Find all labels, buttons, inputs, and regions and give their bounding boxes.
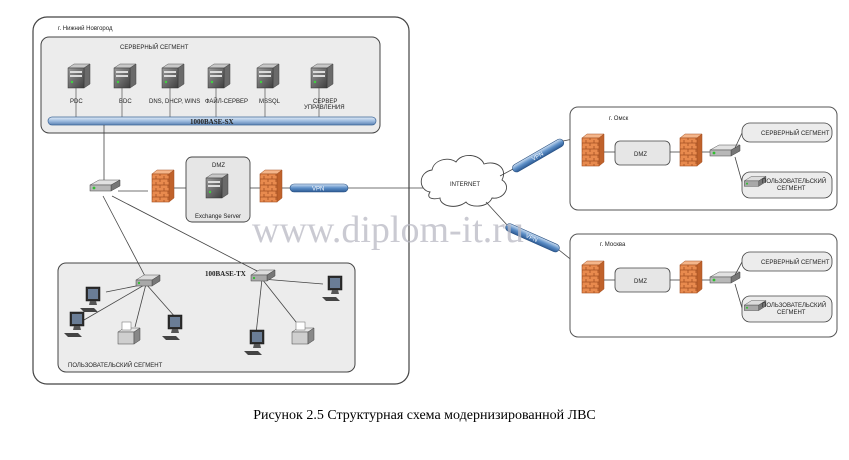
server-label-mssql: MSSQL [259, 99, 281, 105]
moscow-server-segment [741, 251, 833, 272]
moscow-link-5 [734, 283, 743, 309]
omsk-dmz-label: DMZ [634, 152, 647, 158]
omsk-link-5 [734, 156, 743, 183]
server-bus-drops [75, 88, 320, 117]
omsk-server-segment [741, 122, 833, 143]
firewall-nn-inner [151, 169, 175, 203]
moscow-firewall-outer [581, 260, 605, 294]
server-file [207, 63, 231, 89]
omsk-firewall-inner [679, 133, 703, 167]
nn-vpn-label: VPN [312, 187, 324, 193]
moscow-vpn-tunnel: VPN [505, 223, 560, 253]
firewall-nn-outer [259, 169, 283, 203]
moscow-server-segment-label: СЕРВЕРНЫЙ СЕГМЕНТ [761, 258, 830, 266]
watermark: www.diplom-it.ru [252, 209, 524, 251]
figure-caption: Рисунок 2.5 Структурная схема модернизир… [253, 408, 596, 423]
moscow-link-4 [734, 261, 743, 276]
server-management [310, 63, 334, 89]
exchange-server-label: Exchange Server [195, 214, 241, 220]
server-bus-label: 1000BASE-SX [190, 118, 234, 126]
moscow-dmz-label: DMZ [634, 279, 647, 285]
nn-dmz-title: DMZ [212, 163, 225, 169]
server-label-file: ФАЙЛ-СЕРВЕР [205, 97, 248, 105]
exchange-server [205, 173, 229, 199]
omsk-dmz-box [614, 140, 671, 166]
moscow-city-label: г. Москва [600, 242, 626, 248]
server-label-dns: DNS, DHCP, WINS [149, 99, 200, 105]
user-uplinks [83, 195, 324, 335]
internet-cloud [420, 155, 507, 207]
omsk-link-4 [734, 132, 743, 149]
server-label-bdc: BDC [119, 99, 132, 105]
internet-label: INTERNET [450, 182, 480, 188]
server-segment-title: СЕРВЕРНЫЙ СЕГМЕНТ [120, 43, 189, 51]
moscow-firewall-inner [679, 260, 703, 294]
omsk-firewall-outer [581, 133, 605, 167]
omsk-city-label: г. Омск [609, 116, 629, 122]
moscow-vpn-label: VPN [524, 233, 538, 244]
user-segment-frame [57, 262, 356, 373]
user-bus-label: 100BASE-TX [205, 270, 246, 278]
server-label-pdc: PDC [70, 99, 83, 105]
link-internet-moscow [485, 201, 509, 227]
server-pdc [67, 63, 91, 89]
server-bus-1000base-sx [47, 116, 377, 126]
user-segment-title: ПОЛЬЗОВАТЕЛЬСКИЙ СЕГМЕНТ [68, 361, 163, 369]
server-bdc [113, 63, 137, 89]
omsk-vpn-tunnel: VPN [512, 138, 565, 173]
server-mssql [256, 63, 280, 89]
server-dns [161, 63, 185, 89]
omsk-server-segment-label: СЕРВЕРНЫЙ СЕГМЕНТ [761, 129, 830, 137]
omsk-vpn-label: VPN [531, 151, 545, 162]
main-office-city-label: г. Нижний Новгород [58, 25, 113, 32]
